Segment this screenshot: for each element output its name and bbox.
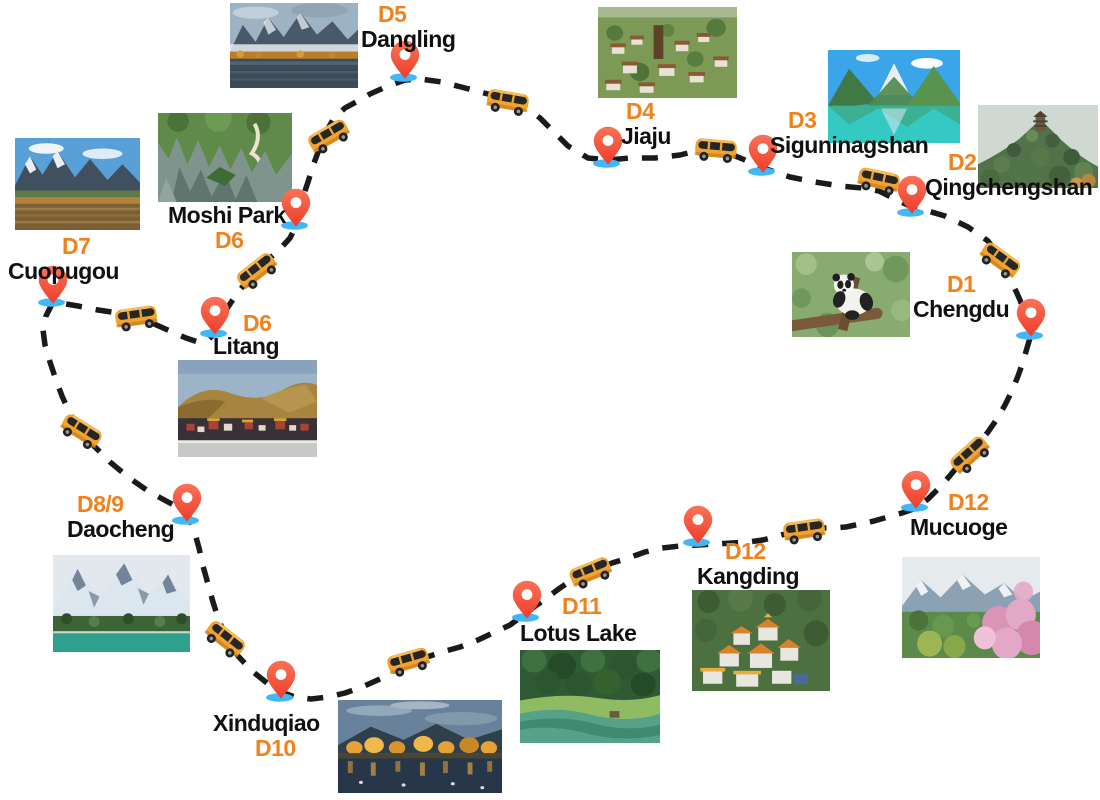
siguniangshan-photo: [828, 50, 960, 143]
day-badge: D12: [725, 538, 766, 564]
day-badge: D8/9: [77, 491, 124, 517]
location-name: Xinduqiao: [213, 710, 320, 736]
day-badge: D12: [948, 489, 989, 515]
lotus-lake-photo: [520, 650, 660, 743]
dangling-photo: [230, 3, 358, 88]
pin-litang[interactable]: [199, 296, 231, 338]
moshi-park-photo: [158, 113, 292, 202]
location-name: Moshi Park: [168, 202, 286, 228]
day-badge: D2: [948, 149, 977, 175]
pin-chengdu[interactable]: [1015, 298, 1047, 340]
label-siguniangshan: D3 Siguninagshan: [770, 107, 929, 158]
label-chengdu: D1 Chengdu: [913, 271, 1010, 322]
label-kangding: D12 Kangding: [697, 538, 800, 589]
day-badge: D1: [947, 271, 976, 297]
location-name: Siguninagshan: [770, 132, 929, 158]
label-dangling: D5 Dangling: [361, 1, 456, 52]
day-badge: D6: [215, 227, 244, 253]
pin-xinduqiao[interactable]: [265, 660, 297, 702]
location-name: Lotus Lake: [520, 620, 637, 646]
xinduqiao-photo: [338, 700, 502, 793]
cuopugou-photo: [15, 138, 140, 230]
location-name: Dangling: [361, 26, 456, 52]
day-badge: D6: [243, 310, 272, 336]
label-qingchengshan: D2 Qingchengshan: [925, 149, 1093, 200]
day-badge: D5: [378, 1, 407, 27]
location-name: Chengdu: [913, 296, 1010, 322]
location-name: Jiaju: [621, 123, 671, 149]
van-icon: [694, 137, 738, 164]
location-name: Qingchengshan: [925, 174, 1093, 200]
label-moshi-park: Moshi Park D6: [168, 203, 286, 253]
label-cuopugou: D7 Cuopugou: [8, 234, 119, 284]
pin-jiaju[interactable]: [592, 126, 624, 168]
label-jiaju: D4 Jiaju: [621, 99, 671, 149]
day-badge: D7: [62, 233, 91, 259]
location-name: Litang: [213, 333, 280, 359]
location-name: Kangding: [697, 563, 800, 589]
label-daocheng: D8/9 Daocheng: [67, 491, 175, 542]
mucuoge-photo: [902, 557, 1040, 658]
pin-qingchengshan[interactable]: [896, 175, 928, 217]
litang-photo: [178, 360, 317, 457]
kangding-photo: [692, 590, 830, 691]
day-badge: D3: [788, 107, 817, 133]
pin-lotus-lake[interactable]: [511, 580, 543, 622]
day-badge: D10: [255, 735, 296, 761]
day-badge: D4: [626, 98, 655, 124]
daocheng-photo: [53, 555, 190, 652]
day-badge: D11: [562, 593, 602, 619]
label-xinduqiao: Xinduqiao D10: [213, 711, 320, 761]
location-name: Mucuoge: [910, 514, 1008, 540]
van-icon: [114, 304, 159, 333]
pin-daocheng[interactable]: [171, 483, 203, 525]
qingchengshan-photo: [978, 105, 1098, 188]
location-name: Cuopugou: [8, 258, 119, 284]
label-mucuoge: D12 Mucuoge: [910, 489, 1008, 540]
jiaju-photo: [598, 7, 737, 98]
chengdu-panda-photo: [792, 252, 910, 337]
location-name: Daocheng: [67, 516, 175, 542]
